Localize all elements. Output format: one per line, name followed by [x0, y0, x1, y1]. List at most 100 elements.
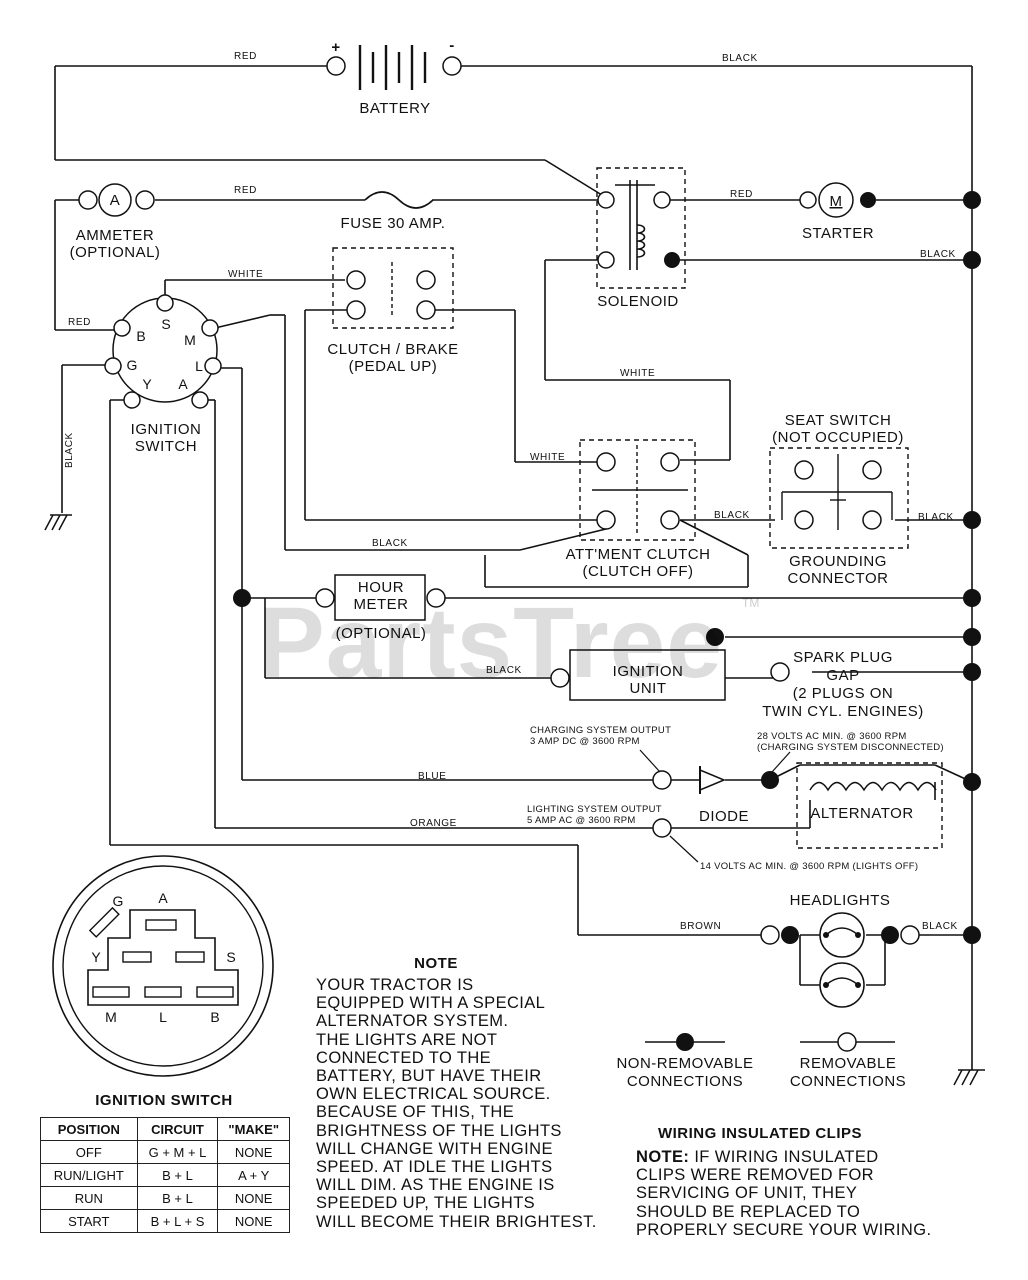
wire-white-clutch: WHITE [530, 452, 565, 463]
wire-red-top: RED [234, 51, 257, 62]
wire-white-switch: WHITE [228, 269, 263, 280]
battery-plus: + [331, 39, 340, 56]
connector-pin-m: M [105, 1009, 117, 1025]
connector-pin-l: L [159, 1009, 167, 1025]
table-cell: G + M + L [136, 1140, 219, 1164]
clips-note-line: CLIPS WERE REMOVED FOR [636, 1166, 874, 1185]
table-cell: RUN [40, 1186, 138, 1210]
clips-note-line: IF WIRING INSULATED [689, 1148, 879, 1166]
starter-symbol: M [830, 193, 843, 210]
legend-removable-2: CONNECTIONS [790, 1073, 906, 1090]
connector-body [87, 909, 239, 1006]
clips-note-body: NOTE: IF WIRING INSULATED CLIPS WERE REM… [636, 1148, 966, 1239]
note-line: EQUIPPED WITH A SPECIAL [316, 994, 546, 1013]
headlight-upper [819, 912, 865, 958]
note-line: SPEEDED UP, THE LIGHTS [316, 1194, 536, 1213]
connector-pin-s: S [226, 949, 235, 965]
connector-pin-g: G [113, 893, 124, 909]
ignition-table-title: IGNITION SWITCH [95, 1092, 233, 1109]
volts28-1: 28 VOLTS AC MIN. @ 3600 RPM [757, 731, 907, 742]
ammeter-symbol: A [110, 192, 121, 209]
connector-outer-ring [52, 855, 274, 1077]
lighting-output-2: 5 AMP AC @ 3600 RPM [527, 815, 636, 826]
clips-note-line: PROPERLY SECURE YOUR WIRING. [636, 1220, 932, 1239]
hour-meter-label: HOUR [358, 579, 404, 596]
headlight-lower [819, 962, 865, 1008]
volts14: 14 VOLTS AC MIN. @ 3600 RPM (LIGHTS OFF) [700, 861, 918, 872]
battery-minus: - [449, 37, 455, 54]
attachment-clutch-label: ATT'MENT CLUTCH [566, 546, 711, 563]
seat-switch-sub: (NOT OCCUPIED) [772, 429, 904, 446]
battery-symbol [358, 45, 427, 90]
battery-label: BATTERY [359, 100, 430, 117]
legend-nonremovable-1: NON-REMOVABLE [616, 1055, 753, 1072]
note-line: THE LIGHTS ARE NOT [316, 1030, 498, 1049]
clips-note-label: NOTE: [636, 1148, 690, 1166]
spark-plug-label-4: TWIN CYL. ENGINES) [762, 703, 924, 720]
clutch-brake-label: CLUTCH / BRAKE [327, 341, 458, 358]
connector-pin-b: B [210, 1009, 219, 1025]
connector-pin-a: A [158, 890, 168, 906]
table-cell: OFF [40, 1140, 138, 1164]
ammeter-optional: (OPTIONAL) [70, 244, 161, 261]
table-row: RUN/LIGHT B + L A + Y [40, 1163, 290, 1187]
volts28-2: (CHARGING SYSTEM DISCONNECTED) [757, 742, 944, 753]
clutch-brake-sub: (PEDAL UP) [349, 358, 438, 375]
wire-brown: BROWN [680, 921, 721, 932]
note-line: SPEED. AT IDLE THE LIGHTS [316, 1158, 553, 1177]
ammeter-label: AMMETER [76, 227, 155, 244]
switch-pin-b: B [136, 328, 145, 344]
table-row: START B + L + S NONE [40, 1209, 290, 1233]
table-cell: A + Y [217, 1163, 290, 1187]
wire-black-top: BLACK [722, 53, 758, 64]
ignition-switch-sub: SWITCH [135, 438, 197, 455]
note-line: WILL BECOME THEIR BRIGHTEST. [316, 1212, 597, 1231]
note-body: YOUR TRACTOR IS EQUIPPED WITH A SPECIAL … [316, 976, 616, 1231]
grounding-connector-sub: CONNECTOR [788, 570, 889, 587]
table-row: RUN B + L NONE [40, 1186, 290, 1210]
note-line: OWN ELECTRICAL SOURCE. [316, 1085, 551, 1104]
ignition-switch-table: POSITION CIRCUIT "MAKE" OFF G + M + L NO… [40, 1117, 290, 1233]
fuse-label: FUSE 30 AMP. [341, 215, 446, 232]
spark-plug-label-1: SPARK PLUG [793, 649, 893, 666]
wire-black-clutch-brake: BLACK [372, 538, 408, 549]
note-line: BATTERY, BUT HAVE THEIR [316, 1067, 542, 1086]
switch-pin-m: M [184, 332, 196, 348]
hour-meter-optional: (OPTIONAL) [336, 625, 427, 642]
ground-icon-right [953, 1069, 985, 1086]
note-line: CONNECTED TO THE [316, 1048, 492, 1067]
spark-plug-label-2: GAP [826, 667, 859, 684]
switch-pin-g: G [127, 357, 138, 373]
diode-label: DIODE [699, 808, 749, 825]
switch-pin-y: Y [142, 376, 152, 392]
seat-switch-label: SEAT SWITCH [785, 412, 892, 429]
table-header-position: POSITION [40, 1117, 138, 1141]
table-cell: B + L [136, 1163, 219, 1187]
charging-output-2: 3 AMP DC @ 3600 RPM [530, 736, 640, 747]
clips-title: WIRING INSULATED CLIPS [658, 1125, 862, 1142]
wire-black-ground: BLACK [64, 432, 75, 468]
note-line: WILL DIM. AS THE ENGINE IS [316, 1176, 555, 1195]
starter-label: STARTER [802, 225, 874, 242]
switch-pin-s: S [161, 316, 170, 332]
note-line: YOUR TRACTOR IS [316, 976, 474, 994]
table-cell: START [40, 1209, 138, 1233]
diode-symbol [699, 768, 726, 792]
ignition-switch-body [112, 297, 218, 403]
alternator-label: ALTERNATOR [810, 805, 913, 822]
clips-note-line: SHOULD BE REPLACED TO [636, 1202, 861, 1221]
grounding-connector-label: GROUNDING [789, 553, 887, 570]
wire-red-switch: RED [68, 317, 91, 328]
table-cell: B + L [136, 1186, 219, 1210]
legend-removable-1: REMOVABLE [800, 1055, 897, 1072]
ignition-switch-label: IGNITION [131, 421, 202, 438]
attachment-clutch-sub: (CLUTCH OFF) [583, 563, 694, 580]
solenoid-label: SOLENOID [597, 293, 679, 310]
spark-plug-label-3: (2 PLUGS ON [793, 685, 894, 702]
charging-output-1: CHARGING SYSTEM OUTPUT [530, 725, 671, 736]
note-line: ALTERNATOR SYSTEM. [316, 1012, 509, 1031]
hour-meter-sub: METER [354, 596, 409, 613]
note-line: BRIGHTNESS OF THE LIGHTS [316, 1121, 562, 1140]
table-cell: NONE [217, 1186, 290, 1210]
